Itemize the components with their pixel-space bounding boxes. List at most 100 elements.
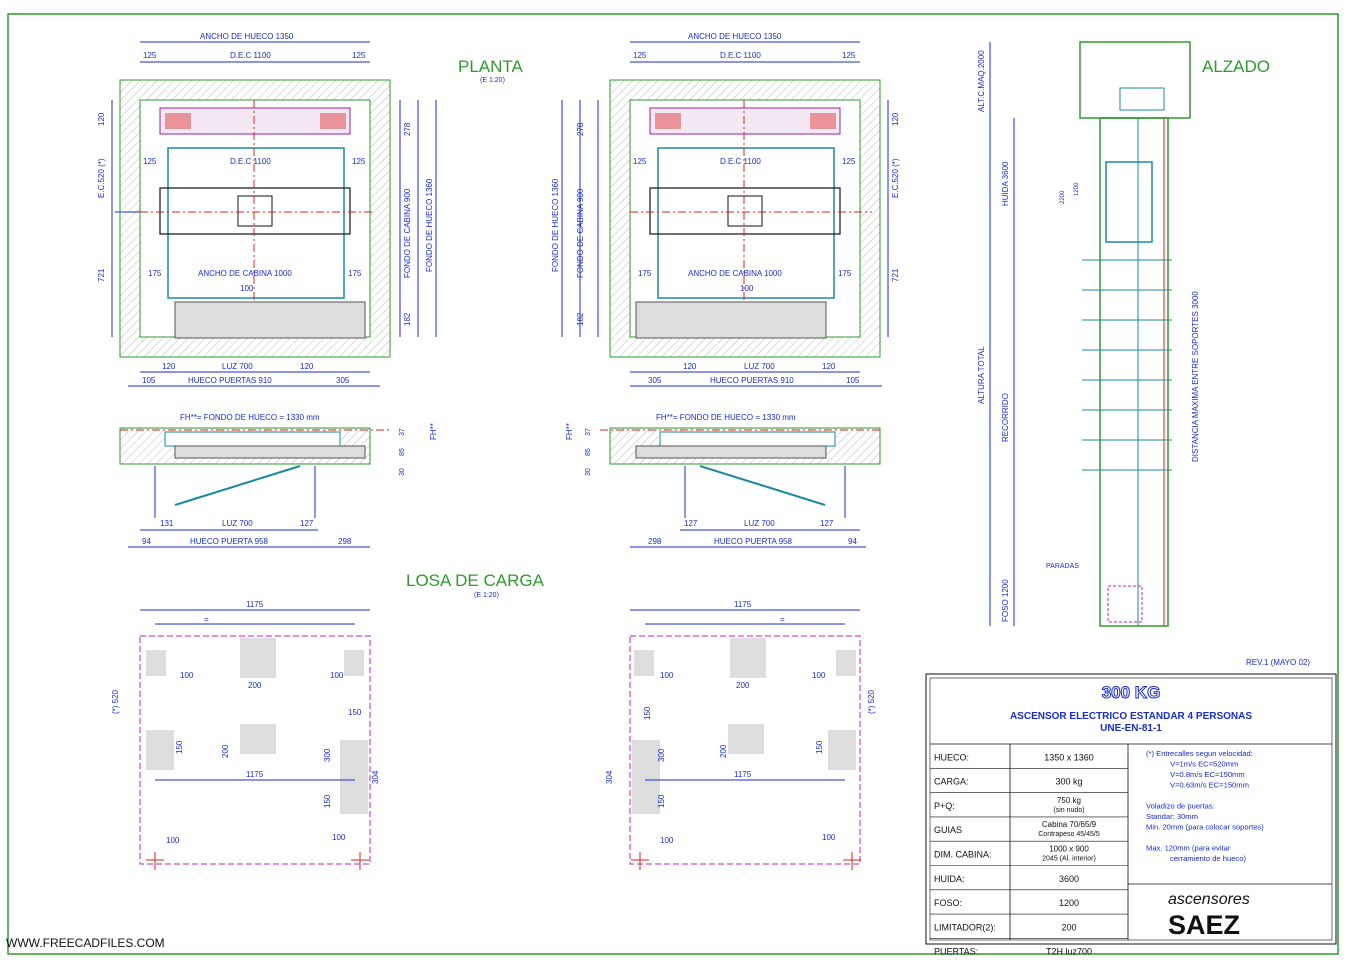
cabin [657,147,835,299]
spec-value: T2H luz700 [1046,947,1092,957]
norm: UNE-EN-81-1 [1100,723,1162,734]
dim-125: 125 [842,157,856,166]
title-block: REV.1 (MAYO 02) 300 KG ASCENSOR ELECTRIC… [925,658,1337,957]
slab-outline [629,635,861,865]
dim-150: 150 [643,706,652,720]
car-centre [727,195,763,227]
door-detail-right: FH**= FONDO DE HUECO = 1330 mm FH** 37 8… [565,413,881,548]
dim-dec: D.E.C 1100 [720,51,761,60]
dim-127: 127 [820,519,834,528]
slab-pad [634,650,654,676]
dim-luz: LUZ 700 [744,519,775,528]
notes: (*) Entrecalles segun velocidad:V=1m/s E… [1146,749,1264,863]
spec-label: GUIAS [934,825,962,835]
spec-value: 3600 [1059,874,1079,884]
dim-120: 120 [300,362,314,371]
dim-520: (*) 520 [867,689,876,714]
dim-298: 298 [338,537,352,546]
dim-721: 721 [97,268,106,282]
plan-view-left: ANCHO DE HUECO 1350 D.E.C 1100 125 125 1… [97,32,437,387]
note-line: Voladizo de puertas: [1146,802,1215,811]
fh-label: FH**= FONDO DE HUECO = 1330 mm [656,413,796,422]
heading-losa: LOSA DE CARGA [406,571,545,590]
dim-175: 175 [348,269,362,278]
landing-door [635,301,827,339]
dim-100: 100 [822,833,836,842]
dim-125: 125 [842,51,856,60]
dim-ec: E.C.520 (*) [891,158,900,198]
dim-fondo-cabina: FONDO DE CABINA 900 [576,188,585,278]
dim-305: 305 [336,376,350,385]
dim-dec: D.E.C 1100 [230,157,271,166]
dim-300: 300 [323,748,332,762]
slab-pad [828,730,856,770]
spec-label: LIMITADOR(2): [934,922,996,932]
door-detail-left: FH**= FONDO DE HUECO = 1330 mm FH** 37 8… [119,413,438,548]
dim-304: 304 [371,770,380,784]
dim-200: 200 [719,744,728,758]
dim-30: 30 [399,468,406,476]
dim-150: 150 [175,740,184,754]
dim-1175: 1175 [734,770,752,779]
dim-125: 125 [633,51,647,60]
dim-125: 125 [633,157,647,166]
heading-planta-scale: (E 1:20) [480,77,505,84]
dim-105: 105 [142,376,156,385]
brand-top: ascensores [1168,891,1250,908]
dim-278: 278 [403,122,412,136]
shaft [1099,117,1169,627]
dim-182: 182 [576,312,585,326]
spec-value: 300 kg [1055,777,1082,787]
note-line: Max. 120mm (para evitar [1146,844,1231,853]
dim-hueco-puerta: HUECO PUERTA 958 [714,537,793,546]
load-slab-left: 1175 = 1175 100 200 100 (*) 520 150 200 … [111,600,380,870]
slab-pad [146,730,174,770]
capacity: 300 KG [1102,683,1161,702]
dim-37: 37 [399,428,406,436]
dim-175: 175 [148,269,162,278]
pit-buffer [1107,585,1143,623]
spec-label: DIM. CABINA: [934,850,992,860]
dim-200: 200 [248,681,262,690]
counterweight-block [810,113,836,129]
note-line: V=1m/s EC=520mm [1170,760,1238,769]
counterweight-block [165,113,191,129]
spec-value: Cabina 70/65/9 [1042,820,1097,829]
spec-value-secondary: 2045 (Al. interior) [1042,856,1096,863]
slab-pad [344,650,364,676]
dim-131: 131 [160,519,174,528]
dim-hueco-puertas: HUECO PUERTAS 910 [710,376,794,385]
counterweight-block [320,113,346,129]
note-line: Min. 20mm (para colocar soportes) [1146,823,1264,832]
dim-foso: FOSO 1200 [1001,579,1010,622]
shaft-interior [629,99,861,338]
slab-pad [632,740,660,814]
dim-120: 120 [97,112,106,126]
note-line: cerramiento de hueco) [1170,854,1246,863]
door-panel [174,445,366,459]
dim-small: 1200 [1074,182,1080,196]
slab-pad [146,650,166,676]
spec-label: HUIDA: [934,874,965,884]
slab-pad [836,650,856,676]
dim-120: 120 [822,362,836,371]
dim-1175: 1175 [246,770,264,779]
dim-ancho-hueco: ANCHO DE HUECO 1350 [200,32,294,41]
counterweight [649,107,841,135]
counterweight-block [655,113,681,129]
dim-ancho-cabina: ANCHO DE CABINA 1000 [688,269,782,278]
fh-side: FH** [565,423,574,440]
spec-label: CARGA: [934,777,969,787]
dim-150: 150 [323,794,332,808]
dim-fondo-hueco: FONDO DE HUECO 1360 [425,178,434,272]
slab-pad [728,724,764,754]
landing-door [174,301,366,339]
note-line: V=0.63m/s EC=150mm [1170,781,1249,790]
dim-94: 94 [142,537,151,546]
dim-luz: LUZ 700 [222,519,253,528]
dim-125: 125 [143,51,157,60]
watermark: WWW.FREECADFILES.COM [6,936,165,950]
dim-fondo-cabina: FONDO DE CABINA 900 [403,188,412,278]
note-line: V=0.8m/s EC=150mm [1170,770,1245,779]
